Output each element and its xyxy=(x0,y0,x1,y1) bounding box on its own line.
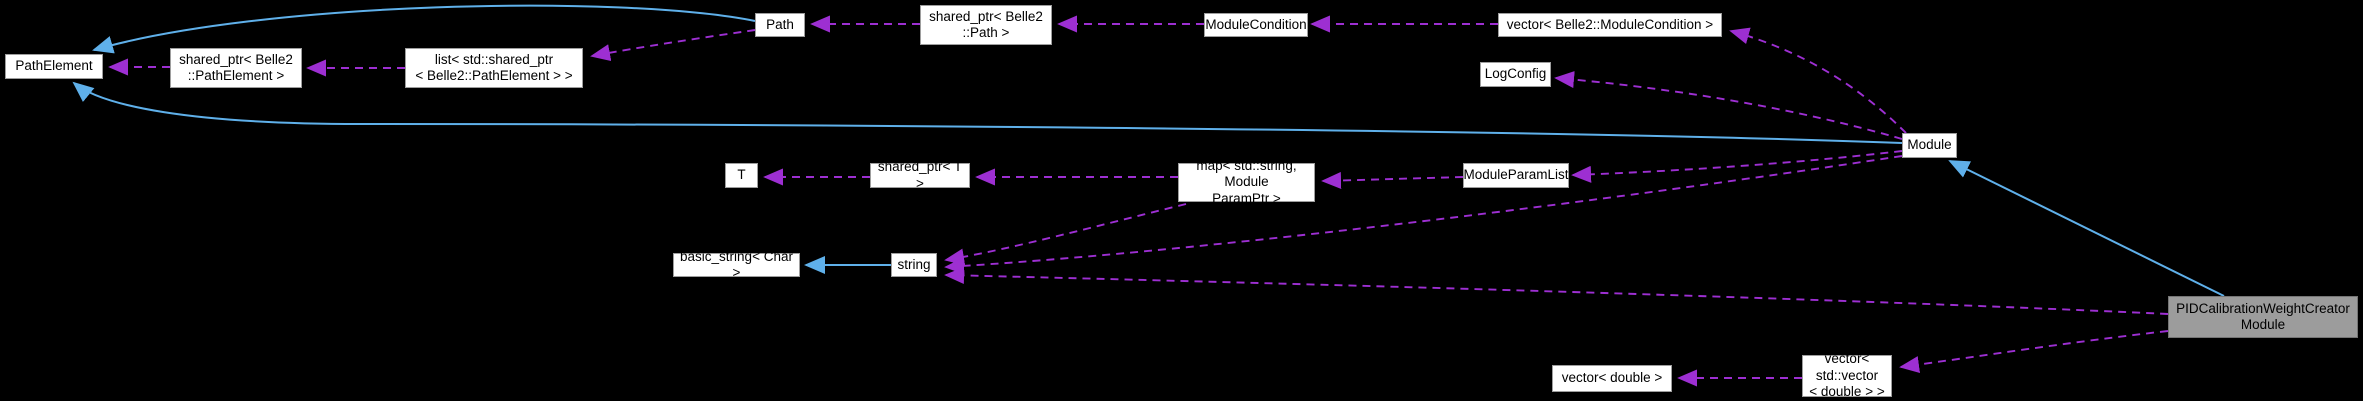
node-shared-ptr-t[interactable]: shared_ptr< T > xyxy=(870,159,970,191)
node-map-string-moduleparamptr[interactable]: map< std::string, Module ParamPtr > xyxy=(1178,158,1315,206)
edge-pid-module-to-module xyxy=(1948,160,2225,297)
node-pidcalibrationweightcreatormodule: PIDCalibrationWeightCreator Module xyxy=(2168,296,2358,338)
edge-module-to-logconfig xyxy=(1554,71,1903,140)
node-list-shared-ptr-pathelement[interactable]: list< std::shared_ptr < Belle2::PathElem… xyxy=(405,48,583,88)
edge-module-to-moduleparamlist xyxy=(1571,150,1903,183)
node-t[interactable]: T xyxy=(725,163,758,188)
edge-module-to-string xyxy=(944,155,1903,275)
node-basic-string-char[interactable]: basic_string< Char > xyxy=(673,249,800,280)
node-shared-ptr-belle2-pathelement[interactable]: shared_ptr< Belle2 ::PathElement > xyxy=(170,48,302,88)
edge-path-to-pathelement xyxy=(92,4,756,54)
node-string[interactable]: string xyxy=(891,253,937,277)
edge-module-to-pathelement xyxy=(72,81,1903,144)
node-vector-double[interactable]: vector< double > xyxy=(1552,365,1672,392)
edge-map-to-string xyxy=(944,203,1187,266)
node-vector-belle2-modulecondition[interactable]: vector< Belle2::ModuleCondition > xyxy=(1498,13,1722,37)
node-vector-std-vector-double[interactable]: vector< std::vector < double > > xyxy=(1802,351,1892,399)
node-shared-ptr-belle2-path[interactable]: shared_ptr< Belle2 ::Path > xyxy=(920,5,1052,45)
node-moduleparamlist[interactable]: ModuleParamList xyxy=(1463,163,1569,188)
node-modulecondition[interactable]: ModuleCondition xyxy=(1204,13,1308,37)
edge-module-to-vector-modulecondition xyxy=(1729,27,1907,134)
edge-pid-module-to-vector-vector-double xyxy=(1899,330,2169,374)
edge-moduleparamlist-to-map xyxy=(1321,171,1464,190)
edge-path-to-list xyxy=(590,29,756,62)
edge-pid-module-to-string xyxy=(944,266,2169,315)
node-logconfig[interactable]: LogConfig xyxy=(1480,62,1551,87)
node-pathelement[interactable]: PathElement xyxy=(5,54,103,79)
node-module[interactable]: Module xyxy=(1902,133,1957,158)
node-path[interactable]: Path xyxy=(755,13,805,37)
